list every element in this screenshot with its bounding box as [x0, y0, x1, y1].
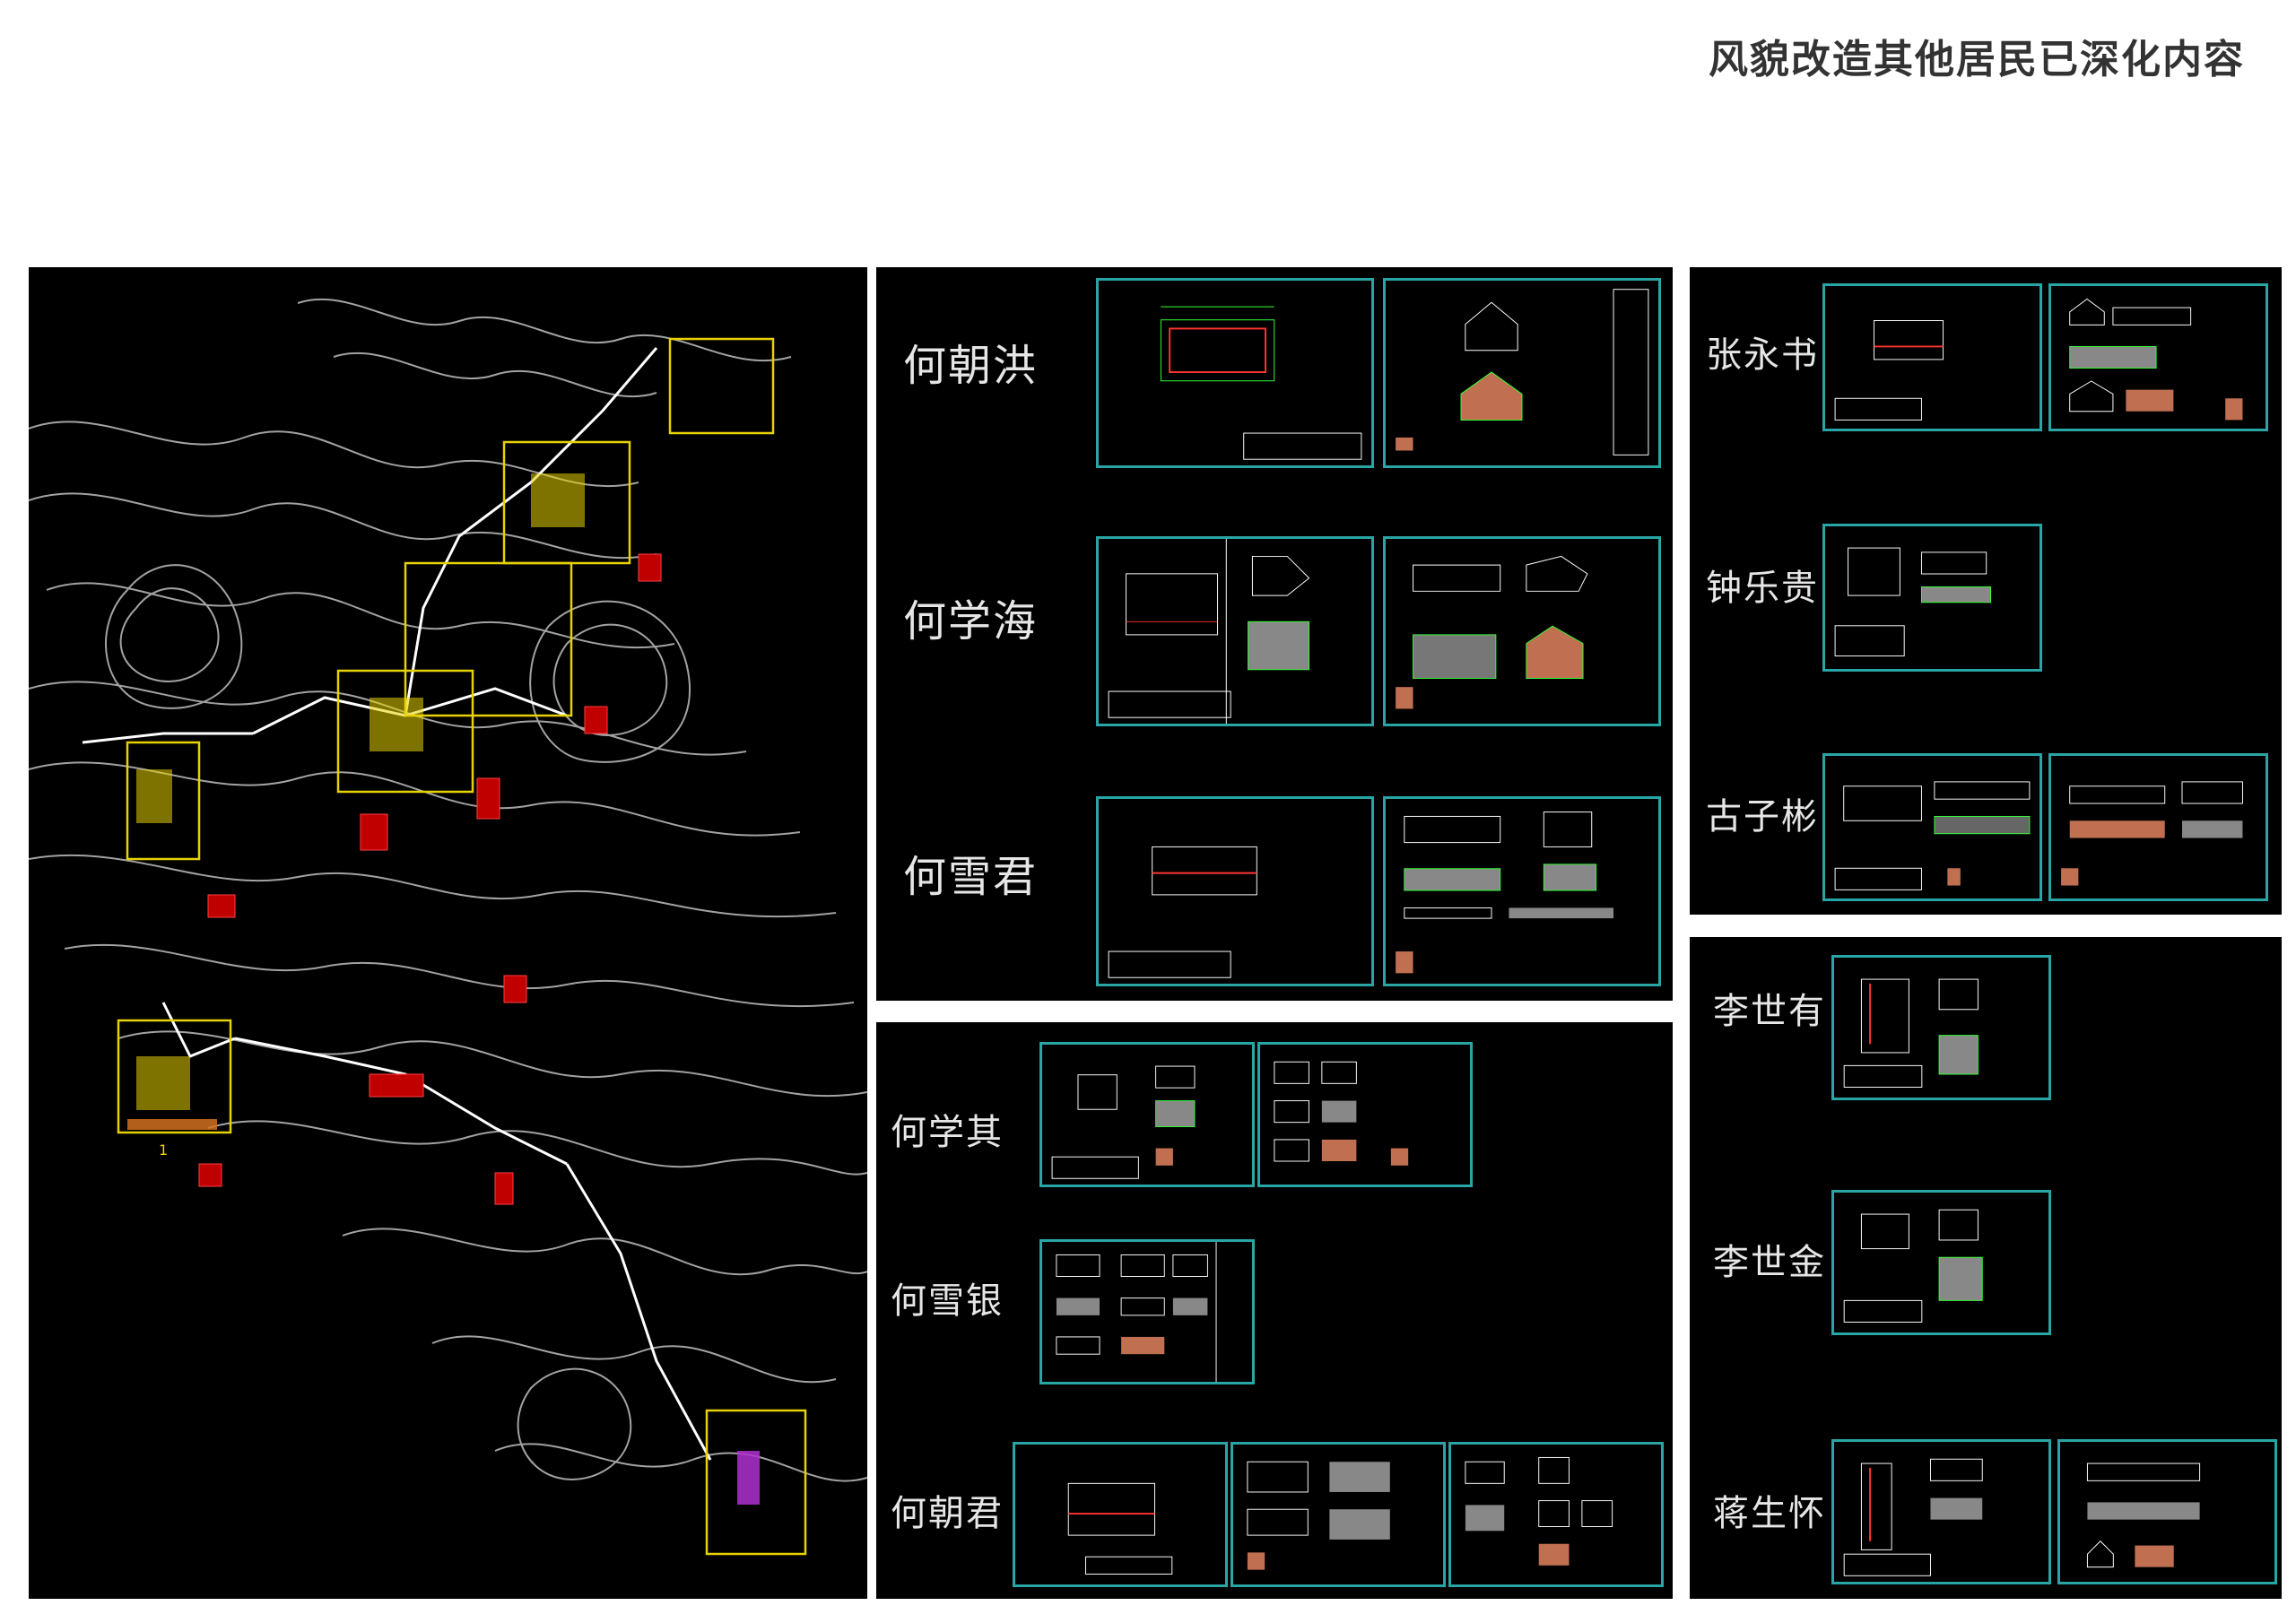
elevation-drawing: [2086, 1462, 2201, 1568]
resident-name: 何学其: [891, 1112, 1004, 1153]
drawing-sheet: [2048, 283, 2268, 431]
site-marker-label: 1: [159, 1141, 168, 1159]
highlight-box: [404, 561, 573, 717]
floor-plan-drawing: [1834, 320, 1944, 421]
floor-plan-drawing: [1067, 1482, 1173, 1575]
drawing-sheet: [1822, 524, 2042, 672]
drawing-sheet: [1383, 536, 1661, 726]
elevation-drawing: [1465, 1456, 1613, 1566]
resident-name: 何学海: [903, 596, 1039, 647]
drawing-sheet: [1039, 1239, 1255, 1384]
drawing-sheet: [1231, 1442, 1446, 1587]
highlight-box: [705, 1409, 807, 1556]
drawing-sheet: [1013, 1442, 1228, 1587]
resident-name: 何朝洪: [903, 341, 1039, 391]
site-map-drawing: 1: [29, 298, 867, 1556]
drawing-sheet: [1096, 278, 1374, 468]
drawing-sheet: [1448, 1442, 1664, 1587]
floor-plan-drawing: [1056, 1242, 1217, 1382]
highlight-box: [668, 337, 775, 435]
floor-plan-drawing: [1108, 846, 1257, 978]
elevation-drawing: [1396, 555, 1588, 709]
elevation-drawing: [1396, 289, 1649, 456]
drawing-sheet: [1257, 1042, 1473, 1187]
highlight-box: [336, 669, 474, 794]
resident-name: 李世金: [1713, 1242, 1826, 1283]
drawing-sheet: [1831, 1439, 2051, 1584]
panel-d: 李世有 李世金 蒋生怀: [1690, 937, 2282, 1599]
drawing-sheet: [1096, 536, 1374, 726]
floor-plan-drawing: [1834, 547, 1992, 657]
drawing-sheet: [1383, 278, 1661, 468]
resident-name: 蒋生怀: [1713, 1493, 1826, 1534]
elevation-drawing: [1396, 812, 1614, 974]
elevation-drawing: [1247, 1461, 1390, 1570]
drawing-sheet: [1822, 753, 2042, 901]
highlight-box: [117, 1019, 232, 1134]
highlight-box: [126, 741, 201, 861]
elevation-drawing: [2069, 298, 2243, 421]
resident-name: 何雪银: [891, 1280, 1004, 1322]
floor-plan-drawing: [1834, 781, 2031, 890]
drawing-sheet: [1039, 1042, 1255, 1187]
floor-plan-drawing: [1843, 1458, 1983, 1576]
panel-b: 张永书 钟乐贵 古子彬: [1690, 267, 2282, 915]
floor-plan-drawing: [1843, 978, 1979, 1088]
drawing-sheet: [1831, 1190, 2051, 1335]
resident-name: 何朝君: [891, 1493, 1004, 1534]
resident-name: 何雪君: [903, 852, 1039, 902]
resident-name: 张永书: [1706, 334, 1819, 376]
floor-plan-drawing: [1051, 1065, 1196, 1179]
panel-a: 何朝洪 何学海 何雪君: [876, 267, 1673, 1001]
elevation-drawing: [2061, 781, 2243, 886]
drawing-sheet: [2048, 753, 2268, 901]
drawing-sheet: [1831, 955, 2051, 1100]
page-title: 风貌改造其他居民已深化内容: [1709, 37, 2245, 82]
drawing-sheet: [1096, 796, 1374, 986]
resident-name: 钟乐贵: [1706, 568, 1819, 609]
floor-plan-drawing: [1160, 306, 1362, 460]
floor-plan-drawing: [1843, 1209, 1983, 1323]
resident-name: 古子彬: [1706, 796, 1819, 838]
resident-name: 李世有: [1713, 991, 1826, 1032]
site-map-panel: 1: [29, 267, 867, 1599]
drawing-sheet: [1822, 283, 2042, 431]
floor-plan-drawing: [1108, 539, 1310, 724]
drawing-sheet: [2057, 1439, 2277, 1584]
drawing-sheet: [1383, 796, 1661, 986]
panel-c: 何学其 何雪银 何朝君: [876, 1022, 1673, 1599]
elevation-drawing: [1274, 1061, 1409, 1166]
